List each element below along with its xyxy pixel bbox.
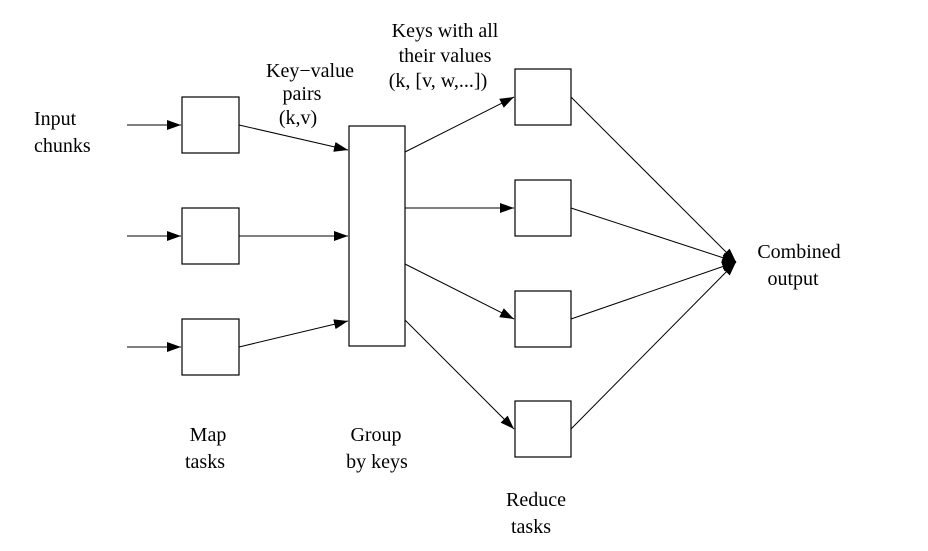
edge-map1-group [238, 124, 349, 152]
map-task-box-2 [181, 207, 240, 265]
group-label-line-2: by keys [346, 451, 408, 473]
map-task-box-3 [181, 318, 240, 376]
keys-label-line-3: (k, [v, w,...]) [389, 70, 488, 92]
edge-reduce2-output [570, 207, 737, 263]
map-label-line-2: tasks [185, 451, 225, 473]
map-label-line-1: Map [190, 424, 227, 446]
reduce-tasks-label: Reduce tasks [506, 489, 566, 538]
group-label-line-1: Group [350, 424, 401, 446]
edge-map3-group [238, 319, 349, 348]
edge-reduce4-output [570, 261, 737, 430]
input-label-line-1: Input [34, 108, 77, 130]
kv-label-line-3: (k,v) [279, 107, 317, 129]
reduce-task-box-2 [514, 179, 572, 237]
combined-output-label: Combined output [757, 241, 840, 290]
combined-label-line-2: output [767, 268, 819, 290]
edge-group-reduce3 [404, 263, 515, 320]
reduce-task-box-3 [514, 290, 572, 348]
reduce-label-line-2: tasks [511, 516, 551, 538]
keys-label-line-2: their values [399, 45, 492, 67]
kv-label-line-1: Key−value [266, 60, 354, 82]
kv-label-line-2: pairs [283, 83, 322, 105]
group-by-keys-box [348, 125, 406, 347]
reduce-task-box-1 [514, 68, 572, 126]
input-chunks-label: Input chunks [34, 108, 91, 157]
keys-with-values-label: Keys with all their values (k, [v, w,...… [389, 20, 499, 92]
input-label-line-2: chunks [34, 135, 91, 157]
edge-reduce1-output [570, 96, 737, 263]
keys-label-line-1: Keys with all [392, 20, 499, 42]
edge-group-reduce4 [404, 319, 515, 430]
map-task-box-1 [181, 96, 240, 154]
key-value-pairs-label: Key−value pairs (k,v) [266, 60, 354, 129]
combined-label-line-1: Combined [757, 241, 840, 263]
edge-group-reduce1 [404, 96, 515, 153]
group-by-keys-label: Group by keys [346, 424, 408, 473]
map-tasks-label: Map tasks [185, 424, 226, 473]
reduce-task-box-4 [514, 400, 572, 458]
edge-reduce3-output [570, 261, 737, 320]
reduce-label-line-1: Reduce [506, 489, 566, 511]
